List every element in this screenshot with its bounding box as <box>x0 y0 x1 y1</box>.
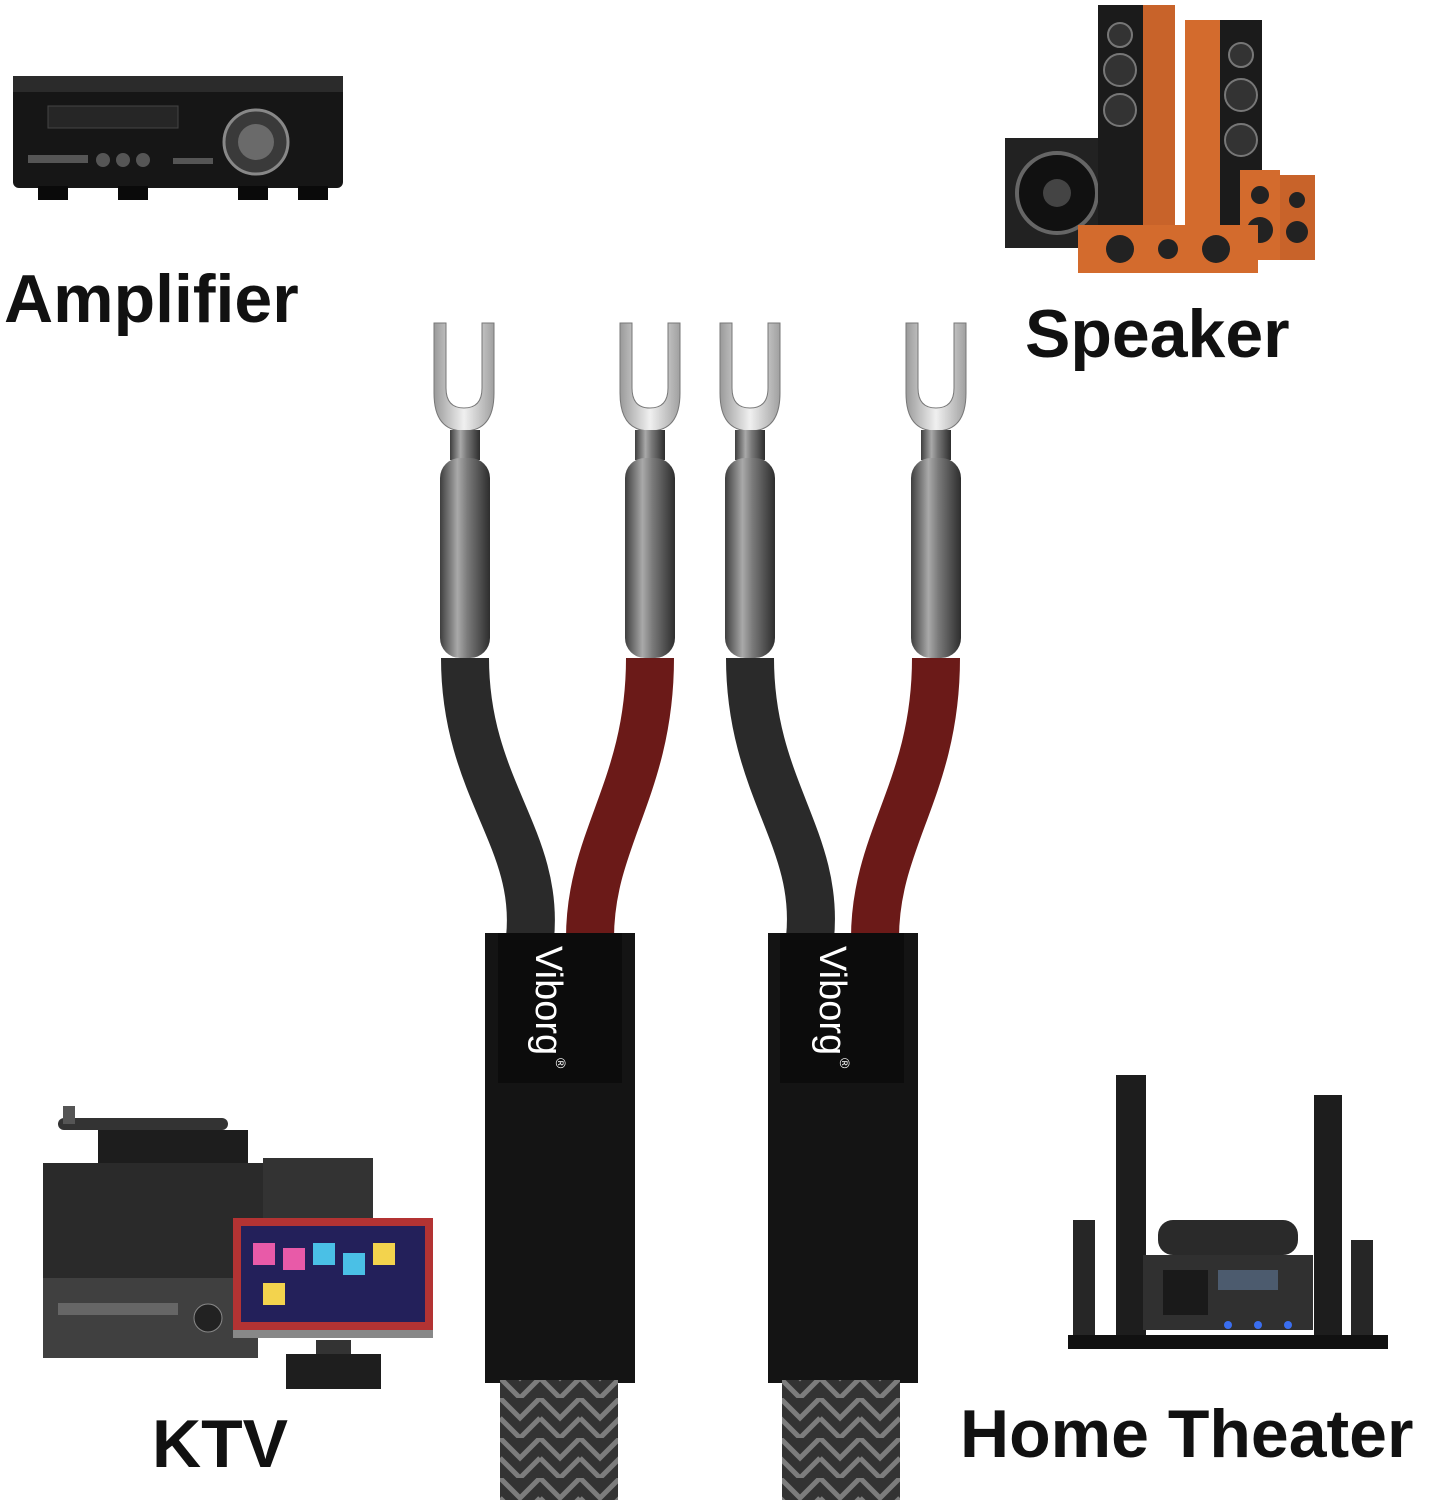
negative-wire <box>726 657 835 941</box>
registered-mark: ® <box>553 1058 569 1069</box>
ktv-label: KTV <box>152 1406 288 1482</box>
home-theater-icon <box>1068 1070 1388 1355</box>
amplifier-label: Amplifier <box>4 261 299 337</box>
amplifier-icon <box>8 70 348 205</box>
speaker-set-icon <box>1000 0 1320 275</box>
spade-connector <box>619 322 681 658</box>
spade-connector <box>719 322 781 658</box>
spade-connector <box>905 322 967 658</box>
positive-wire <box>566 657 674 939</box>
home-theater-label: Home Theater <box>960 1396 1414 1472</box>
speaker-cable-illustration: Viborg ® Viborg ® <box>420 318 980 1500</box>
brand-text: Viborg <box>811 946 853 1055</box>
speaker-label: Speaker <box>1025 296 1290 372</box>
negative-wire <box>441 657 555 941</box>
ktv-system-icon <box>38 1078 438 1393</box>
positive-wire <box>851 657 960 939</box>
registered-mark: ® <box>837 1058 853 1069</box>
brand-text: Viborg <box>527 946 569 1055</box>
spade-connector <box>433 322 495 658</box>
